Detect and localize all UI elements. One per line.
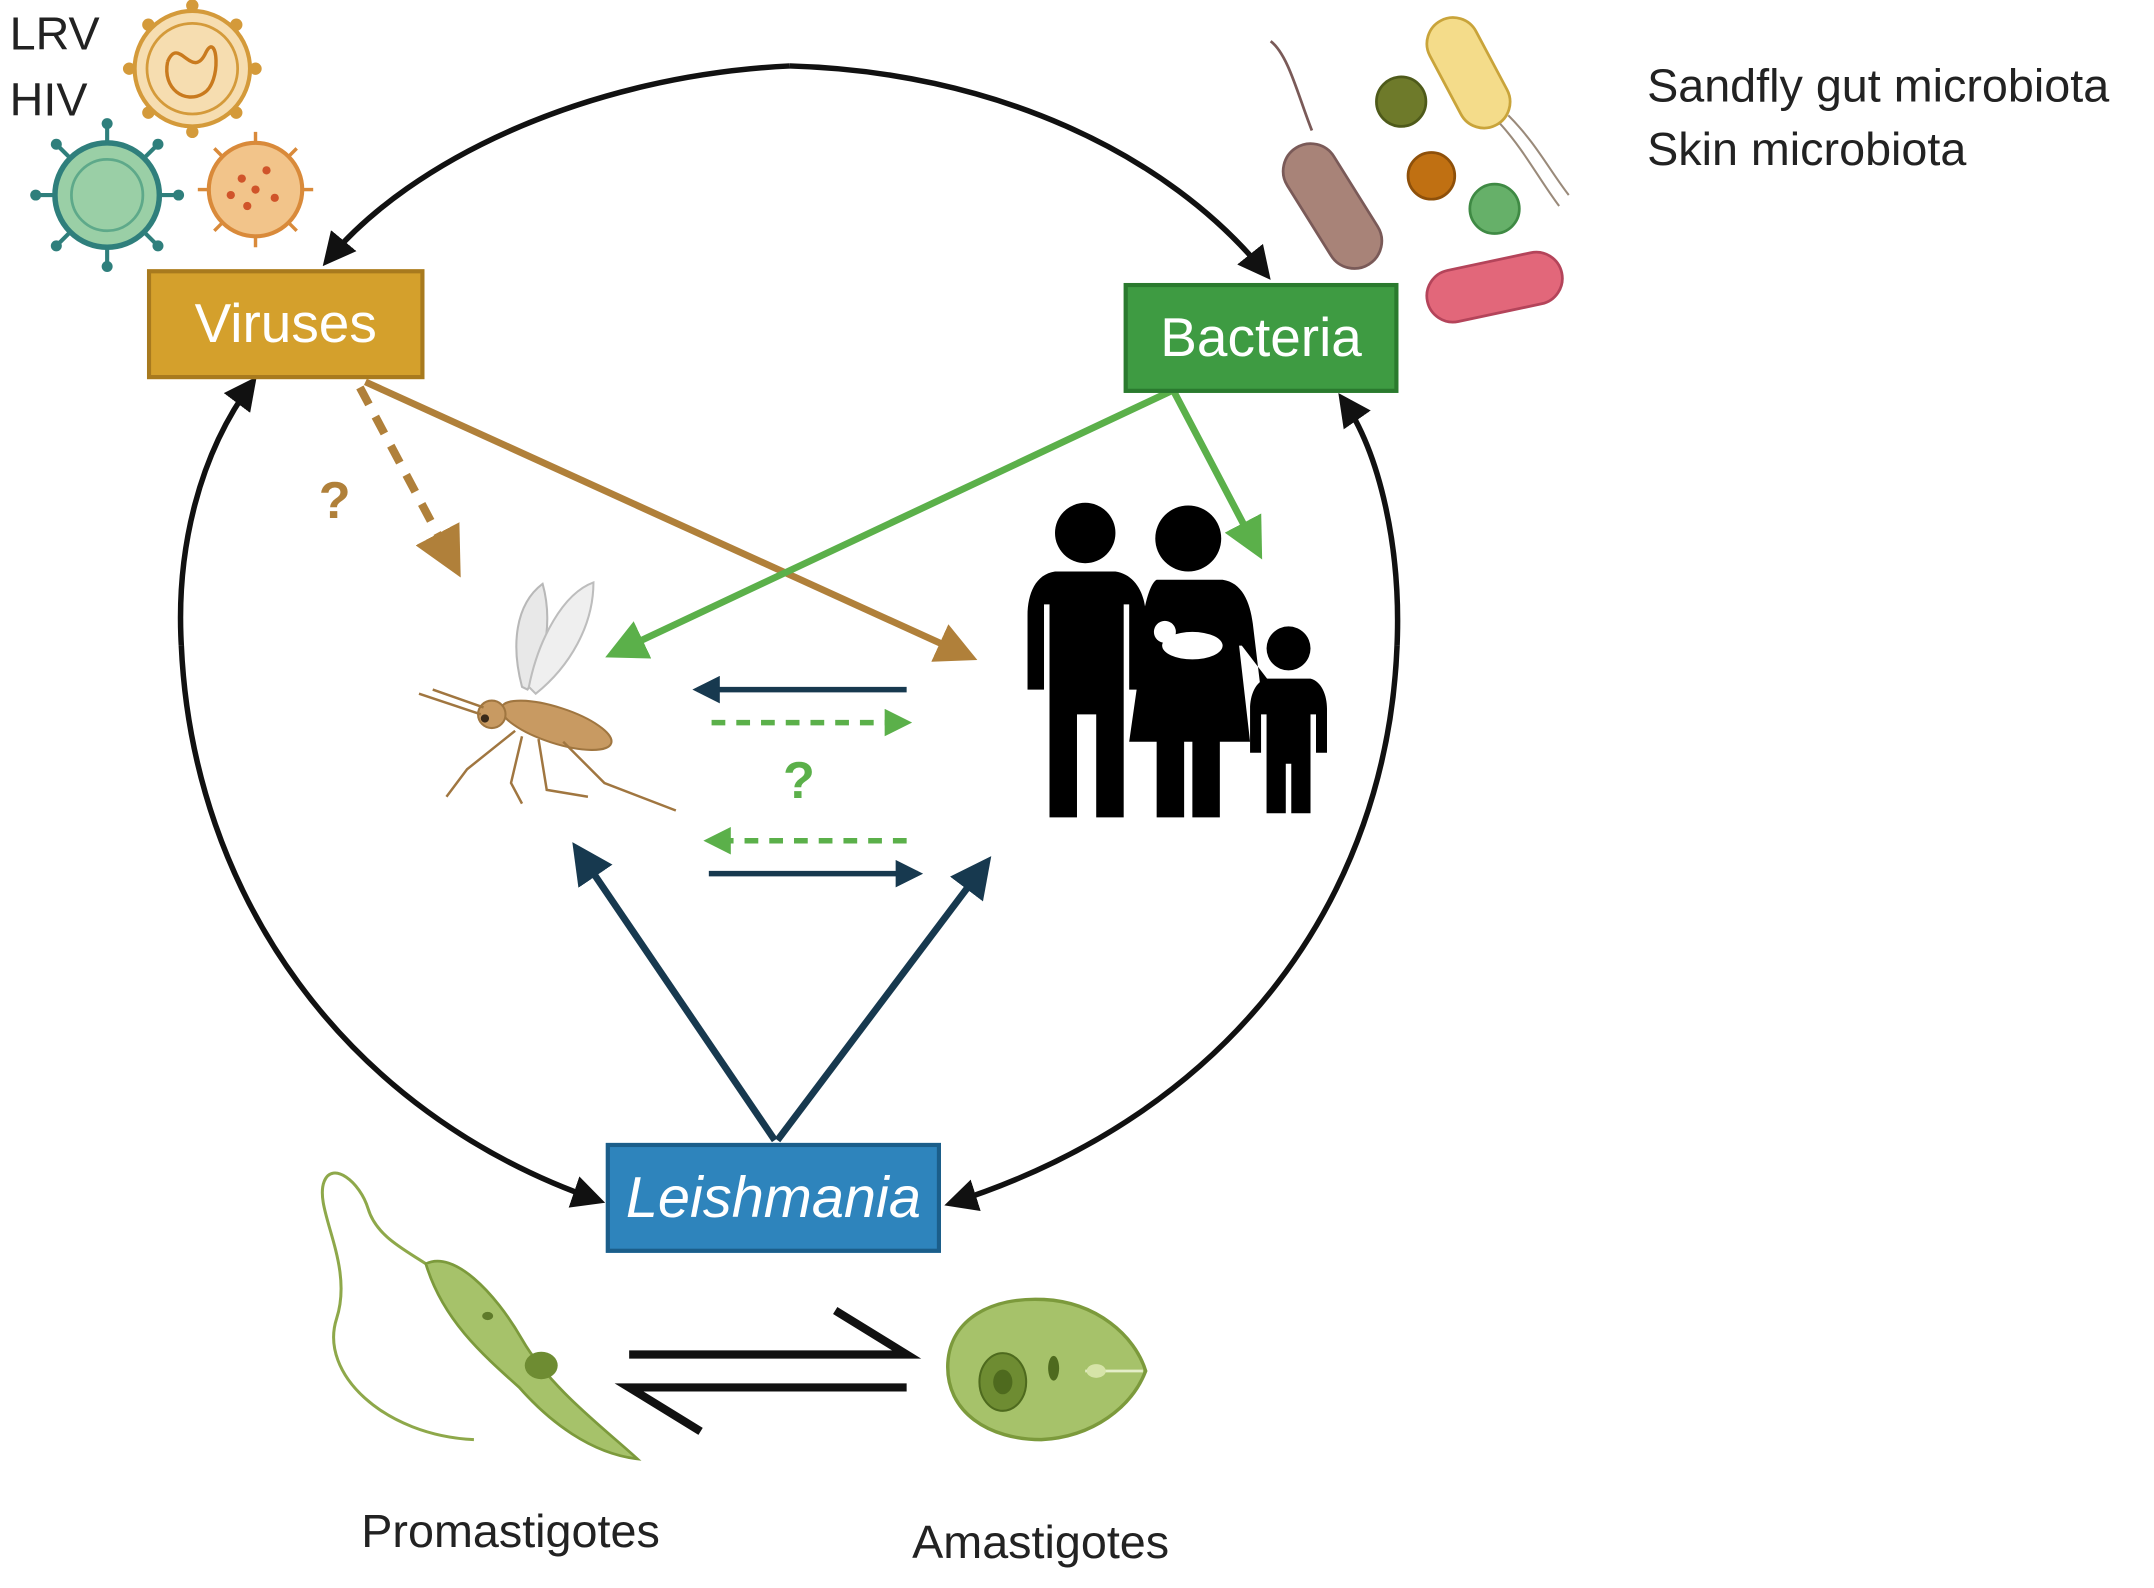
sandfly-icon	[418, 580, 677, 812]
promastigote-icon	[320, 1171, 642, 1461]
virus-label-hiv: HIV	[9, 74, 88, 127]
bacteria-label-skin-microbiota: Skin microbiota	[1647, 123, 1967, 176]
virus-label-lrv: LRV	[9, 8, 100, 61]
cycle-arc-top-to-viruses	[322, 63, 791, 267]
virus-arrow-to-humans	[363, 378, 978, 662]
interconversion-arrows	[614, 1307, 922, 1435]
cycle-arc-top-to-bacteria	[789, 63, 1271, 280]
virus-dashed-arrow-to-sandfly	[356, 385, 461, 578]
cycle-arc-right-to-bacteria	[1338, 392, 1401, 646]
bacteria-label-sandfly-gut-microbiota: Sandfly gut microbiota	[1647, 60, 2110, 113]
cycle-arc-left-to-viruses	[177, 376, 257, 646]
stage-label-amastigotes: Amastigotes	[912, 1516, 1170, 1569]
node-leishmania: Leishmania	[605, 1142, 941, 1253]
leishmania-arrow-to-sandfly	[572, 842, 778, 1143]
node-viruses: Viruses	[146, 269, 425, 380]
cycle-arc-left-to-leishmania	[178, 645, 606, 1208]
bacteria-icon	[1269, 16, 1570, 324]
question-mark-exchange: ?	[783, 752, 815, 811]
cycle-arc-right-to-leishmania	[944, 645, 1400, 1212]
bacteria-arrow-to-humans	[1170, 388, 1263, 560]
leishmania-arrow-to-humans	[774, 856, 992, 1143]
stage-label-promastigotes: Promastigotes	[361, 1505, 660, 1558]
amastigote-icon	[946, 1297, 1148, 1442]
family-icon	[1027, 502, 1327, 818]
virus-icon	[30, 0, 314, 272]
question-mark-virus-sandfly: ?	[318, 472, 351, 531]
bacteria-arrow-to-sandfly	[605, 387, 1175, 659]
node-bacteria: Bacteria	[1123, 282, 1399, 393]
